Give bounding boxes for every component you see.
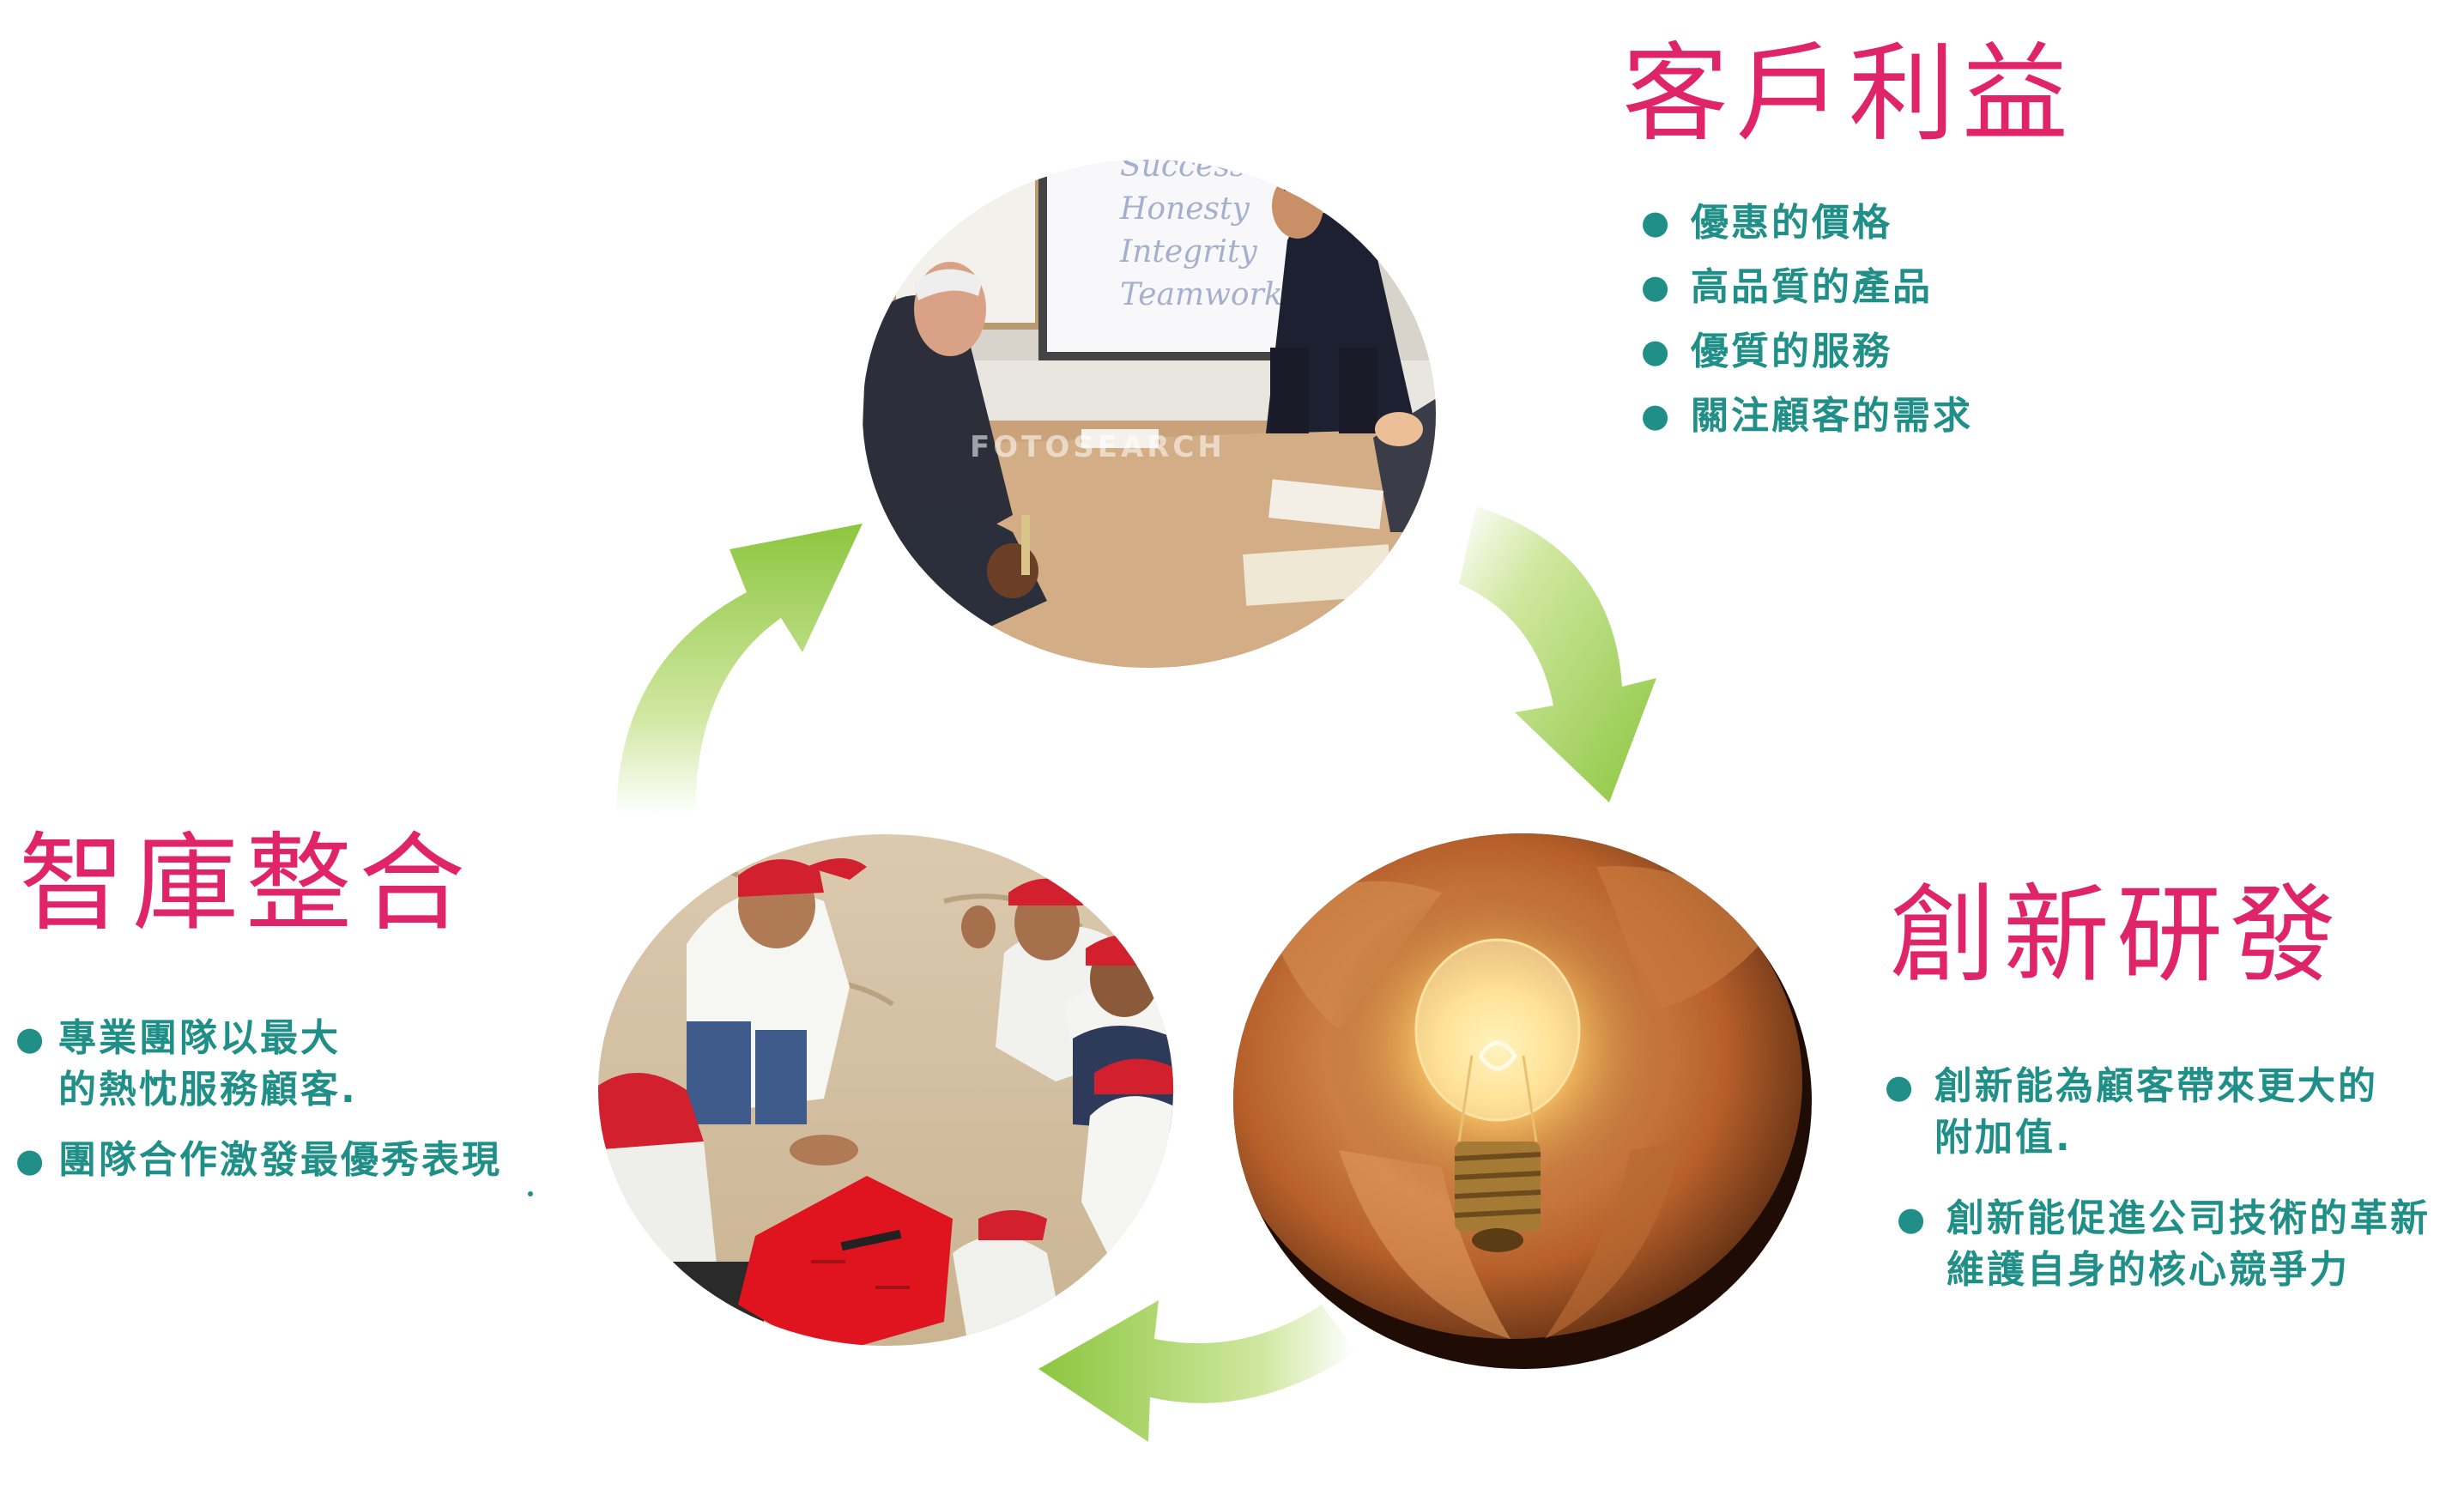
watermark-text: FOTOSEARCH [970, 430, 1226, 464]
whiteboard-word-2: Honesty [1119, 191, 1250, 227]
bullet-dot-icon: ● [1885, 1068, 1916, 1105]
think-tank-list: ●專業團隊以最大 的熱忱服務顧客. ●團隊合作激發最優秀表現 [15, 1013, 502, 1205]
innovation-list: ●創新能為顧客帶來更大的 附加值. ●創新能促進公司技術的革新 維護自身的核心競… [1885, 1061, 2428, 1325]
whiteboard-word-3: Integrity [1119, 234, 1257, 270]
whiteboard-word-4: Teamwork [1120, 277, 1283, 312]
bullet-dot-icon: ● [1641, 332, 1673, 370]
stray-dot [528, 1191, 533, 1196]
list-item: ●優惠的價格 [1641, 191, 1973, 255]
bullet-dot-icon: ● [1641, 397, 1673, 434]
team-photo [598, 834, 1173, 1346]
list-item: ●優質的服務 [1641, 319, 1973, 384]
meeting-photo: Success Honesty Integrity Teamwork FOTOS… [863, 148, 1436, 668]
bullet-dot-icon: ● [15, 1020, 47, 1057]
list-item: ●專業團隊以最大 的熱忱服務顧客. [15, 1013, 502, 1116]
bullet-dot-icon: ● [1641, 203, 1673, 241]
bullet-dot-icon: ● [1641, 268, 1673, 306]
title-think-tank: 智庫整合 [19, 822, 473, 946]
list-item: ●團隊合作激發最優秀表現 [15, 1135, 502, 1186]
list-item: ●創新能為顧客帶來更大的 附加值. [1885, 1061, 2419, 1164]
list-item: ●創新能促進公司技術的革新 維護自身的核心競爭力 [1897, 1193, 2431, 1296]
cycle-arrow-icon [616, 506, 1656, 1442]
bullet-dot-icon: ● [15, 1142, 47, 1179]
title-customer-benefit: 客戶利益 [1622, 33, 2076, 156]
bullet-dot-icon: ● [1897, 1200, 1928, 1238]
title-innovation: 創新研發 [1890, 874, 2344, 997]
list-item: ●高品質的產品 [1641, 255, 1973, 319]
customer-benefit-list: ●優惠的價格 ●高品質的產品 ●優質的服務 ●關注顧客的需求 [1641, 191, 1973, 448]
list-item: ●關注顧客的需求 [1641, 384, 1973, 448]
whiteboard-word-1: Success [1120, 148, 1245, 184]
lightbulb-photo [1233, 833, 1812, 1369]
